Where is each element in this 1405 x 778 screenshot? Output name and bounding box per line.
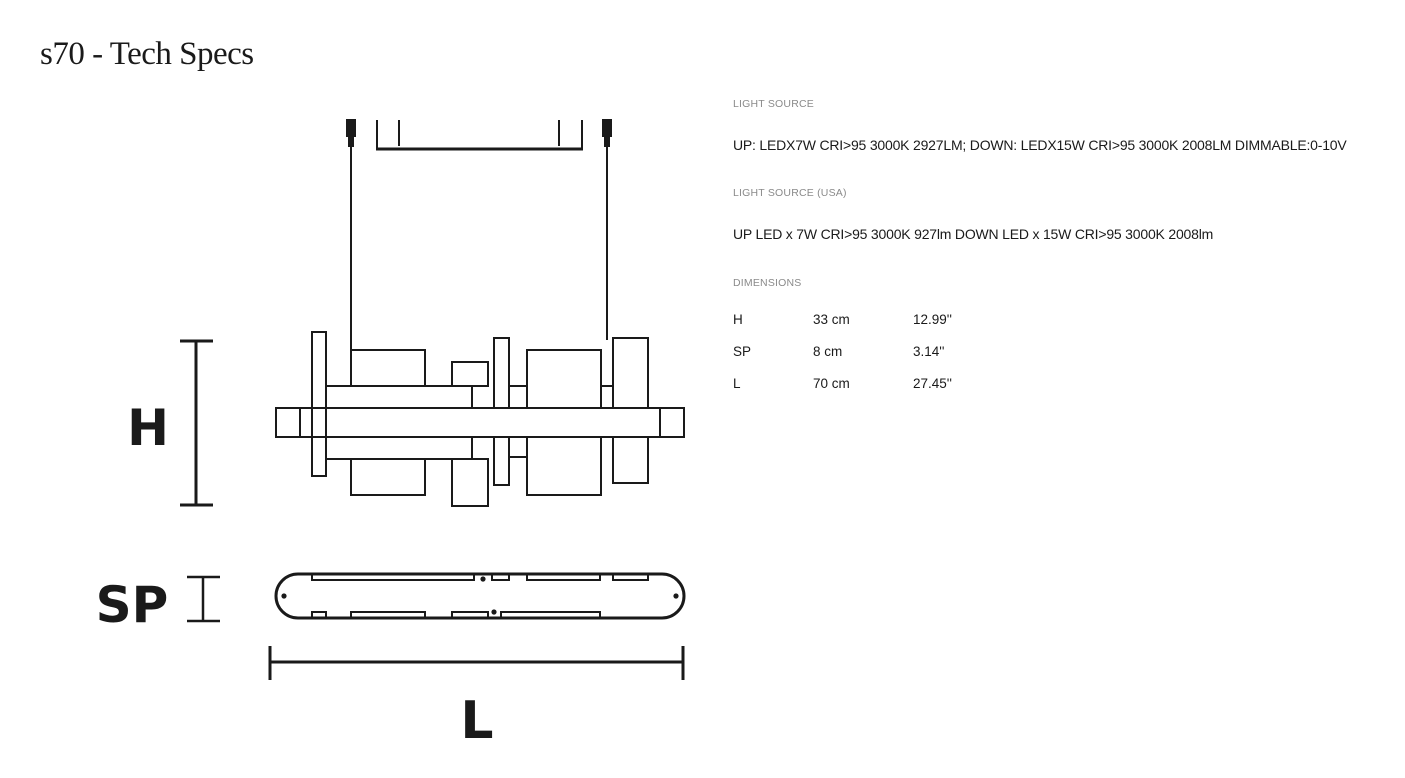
lamp-front-view bbox=[275, 331, 685, 507]
suspension-cable-left bbox=[346, 119, 356, 350]
table-row: L 70 cm 27.45'' bbox=[733, 367, 993, 399]
dimension-imperial: 3.14'' bbox=[913, 343, 945, 359]
dimension-line-l bbox=[268, 646, 685, 680]
suspension-cable-right bbox=[602, 119, 612, 340]
dimension-metric: 8 cm bbox=[813, 343, 843, 359]
lamp-top-view bbox=[274, 572, 686, 620]
dimension-label-h: H bbox=[127, 399, 169, 457]
light-source-value: UP: LEDX7W CRI>95 3000K 2927LM; DOWN: LE… bbox=[733, 137, 1347, 153]
technical-drawing: H SP L bbox=[96, 119, 686, 751]
dimension-name: H bbox=[733, 311, 743, 327]
dimensions-label: DIMENSIONS bbox=[733, 277, 802, 289]
light-source-usa-label: LIGHT SOURCE (USA) bbox=[733, 187, 847, 199]
table-row: SP 8 cm 3.14'' bbox=[733, 335, 993, 367]
dimension-metric: 70 cm bbox=[813, 375, 850, 391]
dimension-name: SP bbox=[733, 343, 752, 359]
ceiling-canopy bbox=[376, 120, 583, 151]
dimension-imperial: 12.99'' bbox=[913, 311, 952, 327]
dimension-name: L bbox=[733, 375, 741, 391]
dimension-line-h bbox=[180, 339, 213, 507]
dimensions-table: H 33 cm 12.99'' SP 8 cm 3.14'' L 70 cm 2… bbox=[733, 303, 993, 399]
table-row: H 33 cm 12.99'' bbox=[733, 303, 993, 335]
dimension-metric: 33 cm bbox=[813, 311, 850, 327]
light-source-usa-value: UP LED x 7W CRI>95 3000K 927lm DOWN LED … bbox=[733, 226, 1214, 242]
dimension-label-l: L bbox=[460, 691, 493, 751]
dimension-label-sp: SP bbox=[96, 576, 169, 634]
light-source-label: LIGHT SOURCE bbox=[733, 98, 814, 110]
dimension-line-sp bbox=[187, 575, 220, 623]
page-title: s70 - Tech Specs bbox=[40, 36, 254, 72]
dimension-imperial: 27.45'' bbox=[913, 375, 952, 391]
